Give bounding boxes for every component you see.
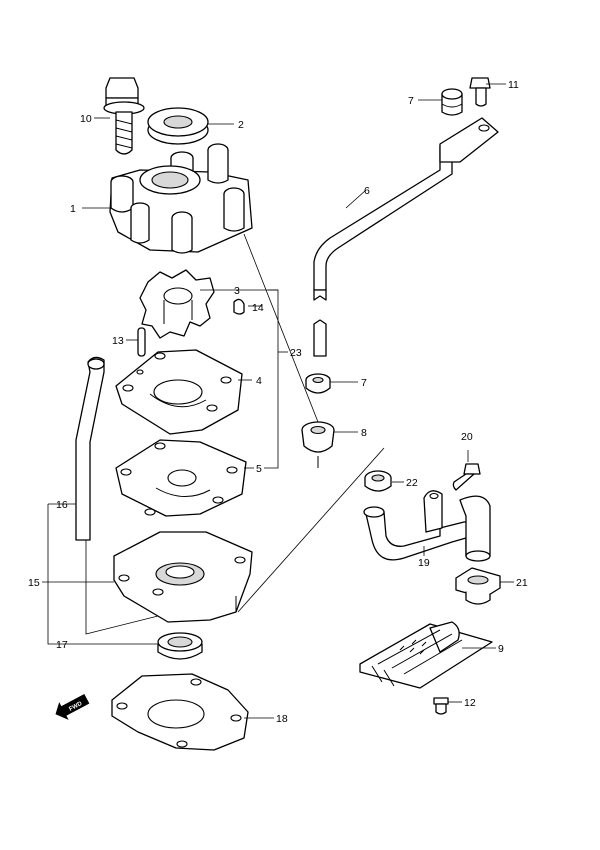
part-12-screw[interactable]: [433, 697, 449, 715]
part-15-lower-case[interactable]: [113, 531, 253, 623]
part-4-plate[interactable]: [115, 349, 243, 435]
callout-2: 2: [238, 119, 244, 131]
callout-21: 21: [516, 577, 528, 589]
callout-14: 14: [252, 302, 264, 314]
part-9-filter[interactable]: [359, 621, 493, 689]
part-6-water-tube[interactable]: [313, 117, 499, 357]
part-22-grommet[interactable]: [364, 470, 392, 492]
callout-15: 15: [28, 577, 40, 589]
fwd-arrow-icon: FWD: [55, 693, 90, 720]
callout-7-top: 7: [408, 95, 414, 107]
part-13-pin[interactable]: [137, 327, 146, 357]
part-3-impeller[interactable]: [139, 269, 215, 339]
callout-23: 23: [290, 347, 302, 359]
callout-6: 6: [364, 185, 370, 197]
callout-labels: 10 2 1 3 14 13 23 4 5 6 7 11 7 8 22 20 1…: [28, 79, 528, 725]
callout-8: 8: [361, 427, 367, 439]
callout-1: 1: [70, 203, 76, 215]
part-17-oil-seal[interactable]: [157, 632, 203, 660]
callout-19: 19: [418, 557, 430, 569]
part-20-bolt[interactable]: [452, 463, 481, 491]
callout-11: 11: [508, 79, 519, 91]
part-5-gasket[interactable]: [115, 439, 247, 517]
callout-12: 12: [464, 697, 476, 709]
part-1-pump-case[interactable]: [109, 143, 253, 254]
part-19-joint-pipe[interactable]: [363, 490, 491, 562]
callout-13: 13: [112, 335, 124, 347]
callout-18: 18: [276, 713, 288, 725]
part-14-key[interactable]: [233, 298, 245, 315]
callout-20: 20: [461, 431, 473, 443]
callout-9: 9: [498, 643, 504, 655]
callout-17: 17: [56, 639, 68, 651]
leader-lines: [42, 83, 514, 719]
part-21-seal[interactable]: [455, 567, 501, 605]
part-18-gasket[interactable]: [111, 673, 249, 751]
callout-22: 22: [406, 477, 418, 489]
part-7-grommet-lower[interactable]: [305, 373, 331, 394]
part-11-screw[interactable]: [469, 77, 491, 107]
part-2-washer[interactable]: [147, 107, 209, 145]
callout-10: 10: [80, 113, 92, 125]
callout-3: 3: [234, 285, 240, 297]
part-8-grommet[interactable]: [301, 421, 335, 468]
callout-16: 16: [56, 499, 68, 511]
part-7-grommet-top[interactable]: [441, 88, 463, 116]
part-10-bolt[interactable]: [103, 77, 145, 155]
callout-4: 4: [256, 375, 262, 387]
callout-7-lower: 7: [361, 377, 367, 389]
part-16-hose[interactable]: [75, 356, 105, 541]
callout-5: 5: [256, 463, 262, 475]
